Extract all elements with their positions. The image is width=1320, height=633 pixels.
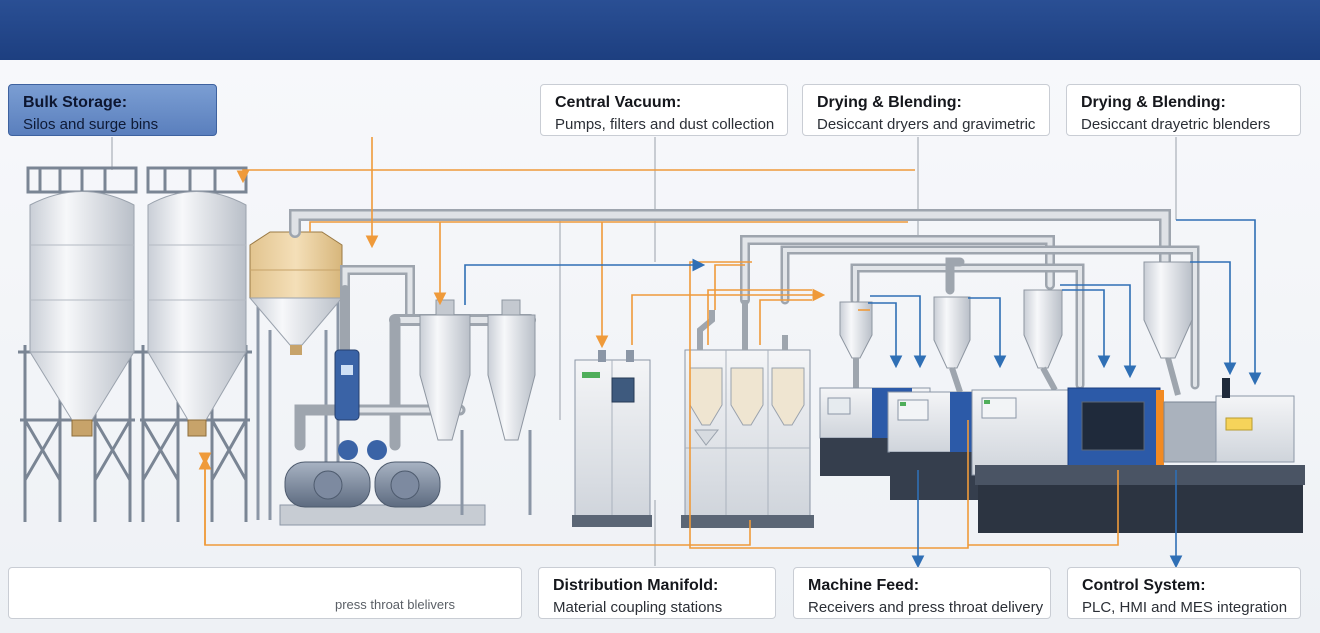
- callout-title: Central Vacuum:: [555, 94, 682, 111]
- callout-bulk-storage: Bulk Storage: Silos and surge bins: [8, 84, 217, 136]
- callout-title: Bulk Storage:: [23, 94, 128, 111]
- callout-press-throat-faint: press throat blelivers: [8, 567, 522, 619]
- callout-title: Distribution Manifold:: [553, 577, 719, 594]
- callout-title: Drying & Blending:: [1081, 94, 1226, 111]
- callout-title: Control System:: [1082, 577, 1206, 594]
- leader-lines: [111, 137, 1177, 566]
- dryer-blender-icon: [681, 300, 814, 528]
- callout-central-vacuum: Central Vacuum: Pumps, filters and dust …: [540, 84, 788, 136]
- orange-flow-lines: [198, 137, 1119, 549]
- callout-subtitle: Material coupling stations: [553, 599, 723, 616]
- vacuum-pump-icon: [279, 349, 486, 526]
- callout-title: Machine Feed:: [808, 577, 920, 594]
- hopper-receiver-icon: [839, 261, 1193, 369]
- callout-distribution-manifold: Distribution Manifold: Material coupling…: [538, 567, 776, 619]
- callout-control-system: Control System: PLC, HMI and MES integra…: [1067, 567, 1301, 619]
- blue-flow-lines: [464, 219, 1262, 569]
- callout-subtitle: Silos and surge bins: [23, 116, 159, 133]
- callout-machine-feed: Machine Feed: Receivers and press throat…: [793, 567, 1051, 619]
- callout-subtitle: Desiccant drayetric blenders: [1081, 116, 1271, 133]
- faint-label: press throat blelivers: [335, 597, 455, 612]
- control-cabinet-icon: [572, 350, 652, 527]
- silo-icon: [18, 166, 138, 522]
- callout-drying-blending-2: Drying & Blending: Desiccant drayetric b…: [1066, 84, 1301, 136]
- callout-subtitle: Pumps, filters and dust collection: [555, 116, 775, 133]
- silo-icon: [138, 166, 252, 522]
- callout-title: Drying & Blending:: [817, 94, 962, 111]
- callout-drying-blending-1: Drying & Blending: Desiccant dryers and …: [802, 84, 1050, 136]
- injection-press-icon: [887, 391, 995, 500]
- injection-press-icon: [971, 378, 1305, 533]
- callout-subtitle: Receivers and press throat delivery: [808, 599, 1044, 616]
- callout-subtitle: Desiccant dryers and gravimetric: [817, 116, 1036, 133]
- cyclone-filter-icon: [419, 299, 536, 515]
- callout-subtitle: PLC, HMI and MES integration: [1082, 599, 1288, 616]
- header-band: [0, 0, 1320, 60]
